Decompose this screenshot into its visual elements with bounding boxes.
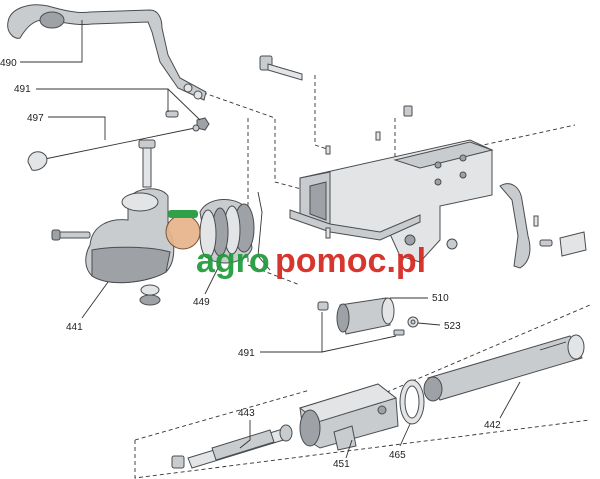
- label-523: 523: [444, 321, 461, 332]
- label-449: 449: [193, 297, 210, 308]
- label-442: 442: [484, 420, 501, 431]
- part-443-rod: [171, 424, 293, 469]
- center-bolt: [138, 139, 156, 188]
- right-lever: [499, 183, 587, 269]
- main-frame-housing: [289, 105, 494, 263]
- label-465: 465: [389, 450, 406, 461]
- watermark: agro pomoc.pl: [165, 210, 426, 280]
- part-510-damper-cylinder: [317, 297, 419, 336]
- mascot-cap-icon: [168, 210, 198, 218]
- label-490: 490: [0, 58, 17, 69]
- part-451-sleeve: [298, 383, 399, 451]
- part-442-pin-tube: [423, 334, 585, 402]
- part-labels: 490 491 497 441 449 510 523 491 443 442 …: [0, 58, 501, 470]
- label-441: 441: [66, 322, 83, 333]
- label-491-bottom: 491: [238, 348, 255, 359]
- top-bolt: [259, 55, 303, 81]
- part-449-bellows: [199, 191, 271, 271]
- watermark-pomoc: pomoc.pl: [275, 242, 426, 280]
- part-497-cable: [27, 124, 200, 171]
- label-510: 510: [432, 293, 449, 304]
- leader-lines: [20, 20, 521, 459]
- part-491-bolts-top: [165, 110, 210, 131]
- part-490-hand-lever: [7, 4, 207, 101]
- part-465-ring: [399, 379, 425, 425]
- part-441-coupling-head: [51, 188, 175, 306]
- label-497: 497: [27, 113, 44, 124]
- label-451: 451: [333, 459, 350, 470]
- watermark-agro: agro: [196, 242, 270, 280]
- mascot-icon: [165, 214, 201, 250]
- label-491-top: 491: [14, 84, 31, 95]
- label-443: 443: [238, 408, 255, 419]
